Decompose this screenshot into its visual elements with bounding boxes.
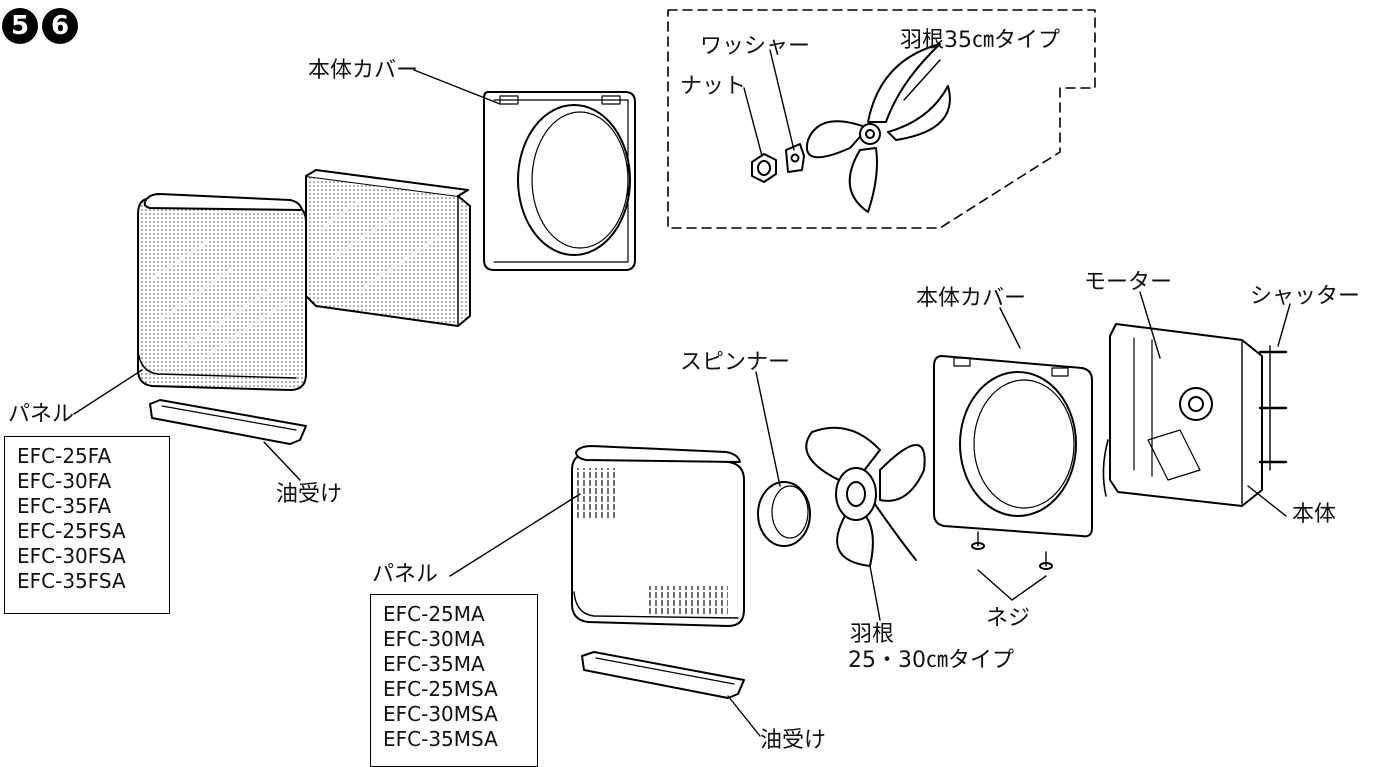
label-screw: ネジ [986, 606, 1031, 631]
label-washer: ワッシャー [700, 34, 811, 59]
screw-right [1039, 551, 1053, 570]
leader-shutter [1277, 303, 1291, 347]
leader-body [1247, 485, 1287, 517]
leader-oil-f [263, 441, 301, 481]
model-m-2: EFC-30MA [383, 627, 485, 651]
label-cover-lower: 本体カバー [916, 286, 1027, 311]
label-nut: ナット [680, 74, 747, 99]
label-spinner: スピンナー [680, 350, 791, 375]
step-badge-5: 5 [2, 8, 38, 44]
model-f-2: EFC-30FA [17, 469, 112, 493]
step-badges: 5 6 [2, 8, 78, 44]
model-m-1: EFC-25MA [383, 602, 485, 626]
model-f-4: EFC-25FSA [17, 519, 126, 543]
leader-cover-top [413, 69, 501, 105]
label-blade-2530-line1: 羽根 [850, 622, 895, 647]
leader-panel-f [73, 369, 143, 415]
leader-screw [977, 569, 1047, 601]
screw-left [971, 531, 985, 550]
main-body-illustration [1102, 323, 1288, 507]
model-m-6: EFC-35MSA [383, 727, 498, 751]
model-f-6: EFC-35FSA [17, 569, 126, 593]
panel-m [571, 445, 745, 627]
label-oil-m: 油受け [760, 728, 827, 753]
leader-cover-lower [999, 307, 1021, 349]
leader-panel-m [449, 493, 581, 577]
oil-tray-m [581, 651, 745, 699]
main-cover-lower [933, 355, 1093, 538]
label-shutter: シャッター [1250, 284, 1361, 309]
leader-blade-35 [903, 59, 941, 101]
panel-f [137, 193, 307, 391]
main-cover-upper [483, 91, 636, 271]
label-body: 本体 [1292, 502, 1337, 527]
label-panel-f: パネル [8, 402, 75, 427]
model-list-f: EFC-25FA EFC-30FA EFC-35FA EFC-25FSA EFC… [4, 436, 170, 614]
model-m-4: EFC-25MSA [383, 677, 498, 701]
washer-illustration [785, 143, 805, 173]
model-m-5: EFC-30MSA [383, 702, 498, 726]
label-blade-35: 羽根35㎝タイプ [900, 28, 1060, 53]
model-f-5: EFC-30FSA [17, 544, 126, 568]
model-f-3: EFC-35FA [17, 494, 112, 518]
model-f-1: EFC-25FA [17, 444, 112, 468]
blade-35-inset-box [667, 9, 1096, 229]
label-blade-2530-line2: 25・30㎝タイプ [848, 648, 1014, 673]
label-cover-top: 本体カバー [308, 58, 419, 83]
leader-spinner [755, 371, 781, 487]
leader-nut [743, 87, 763, 157]
leader-blade-2530 [869, 565, 881, 621]
label-panel-m: パネル [372, 562, 439, 587]
leader-motor [1139, 291, 1161, 359]
model-list-m: EFC-25MA EFC-30MA EFC-35MA EFC-25MSA EFC… [370, 594, 538, 767]
mesh-filter [305, 169, 471, 327]
model-m-3: EFC-35MA [383, 652, 485, 676]
blade-2530-illustration [805, 426, 926, 567]
label-oil-f: 油受け [276, 482, 343, 507]
leader-oil-m [727, 695, 761, 737]
spinner-illustration [757, 481, 811, 547]
oil-tray-f [149, 399, 307, 445]
leader-washer [769, 49, 795, 151]
nut-illustration [751, 153, 777, 183]
label-motor: モーター [1084, 270, 1173, 295]
step-badge-6: 6 [42, 8, 78, 44]
blade-35-illustration [805, 43, 951, 213]
